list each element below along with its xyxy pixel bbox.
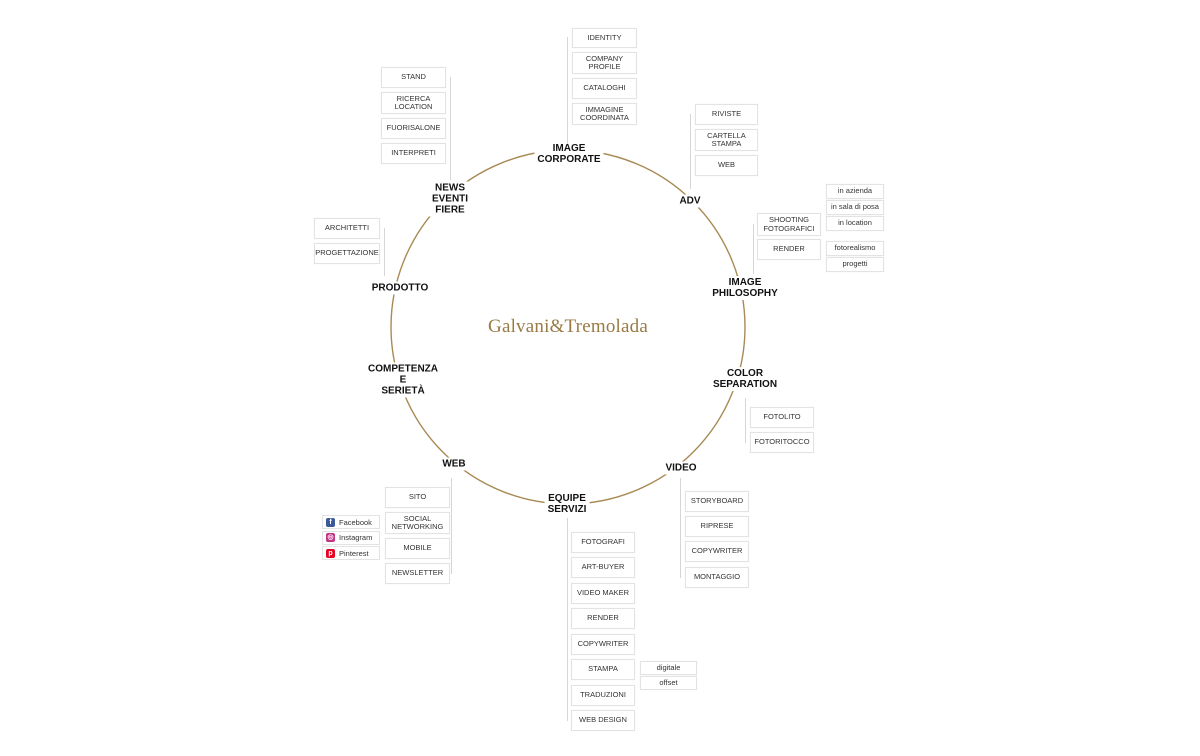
box-ricerca-location: RICERCA LOCATION — [381, 92, 446, 114]
social-label: Pinterest — [339, 548, 369, 558]
node-image-corporate: IMAGE CORPORATE — [534, 142, 604, 166]
connector-line — [384, 228, 385, 276]
box-fotoritocco: FOTORITOCCO — [750, 432, 814, 453]
connector-line — [690, 114, 691, 189]
box-riviste: RIVISTE — [695, 104, 758, 125]
connector-line — [680, 478, 681, 578]
connector-line — [450, 77, 451, 180]
node-image-philosophy: IMAGE PHILOSOPHY — [709, 276, 781, 300]
node-web: WEB — [439, 457, 469, 471]
pinterest-icon: p — [326, 548, 335, 558]
box-fotolito: FOTOLITO — [750, 407, 814, 428]
box-sito: SITO — [385, 487, 450, 508]
social-facebook[interactable]: f Facebook — [322, 515, 380, 529]
box-newsletter: NEWSLETTER — [385, 563, 450, 584]
box-adv-web: WEB — [695, 155, 758, 176]
box-equipe-copywriter: COPYWRITER — [571, 634, 635, 655]
box-in-azienda: in azienda — [826, 184, 884, 199]
box-fuorisalone: FUORISALONE — [381, 118, 446, 139]
box-immagine-coordinata: IMMAGINE COORDINATA — [572, 103, 637, 125]
box-web-design: WEB DESIGN — [571, 710, 635, 731]
connector-line — [753, 224, 754, 274]
box-social-networking: SOCIAL NETWORKING — [385, 512, 450, 534]
connector-line — [745, 398, 746, 443]
social-list: f Facebook ◎ Instagram p Pinterest — [322, 515, 380, 562]
box-render: RENDER — [757, 239, 821, 260]
box-in-location: in location — [826, 216, 884, 231]
node-prodotto: PRODOTTO — [368, 281, 432, 295]
box-progettazione: PROGETTAZIONE — [314, 243, 380, 264]
box-in-sala-di-posa: in sala di posa — [826, 200, 884, 215]
social-label: Instagram — [339, 533, 373, 542]
box-stand: STAND — [381, 67, 446, 88]
box-cartella-stampa: CARTELLA STAMPA — [695, 129, 758, 151]
connector-line — [567, 37, 568, 144]
box-offset: offset — [640, 676, 697, 690]
box-digitale: digitale — [640, 661, 697, 675]
box-identity: IDENTITY — [572, 28, 637, 48]
box-video-copywriter: COPYWRITER — [685, 541, 749, 562]
box-fotografi: FOTOGRAFI — [571, 532, 635, 553]
node-video: VIDEO — [662, 461, 700, 475]
instagram-icon: ◎ — [326, 533, 335, 542]
box-company-profile: COMPANY PROFILE — [572, 52, 637, 74]
box-montaggio: MONTAGGIO — [685, 567, 749, 588]
box-shooting-fotografici: SHOOTING FOTOGRAFICI — [757, 213, 821, 236]
box-storyboard: STORYBOARD — [685, 491, 749, 512]
box-video-maker: VIDEO MAKER — [571, 583, 635, 604]
connector-line — [567, 518, 568, 721]
brand-logo: Galvani&Tremolada — [488, 316, 648, 337]
connector-line — [451, 478, 452, 574]
box-equipe-render: RENDER — [571, 608, 635, 629]
box-riprese: RIPRESE — [685, 516, 749, 537]
box-architetti: ARCHITETTI — [314, 218, 380, 239]
node-adv: ADV — [676, 194, 704, 208]
box-art-buyer: ART-BUYER — [571, 557, 635, 578]
box-traduzioni: TRADUZIONI — [571, 685, 635, 706]
box-stampa: STAMPA — [571, 659, 635, 680]
social-pinterest[interactable]: p Pinterest — [322, 546, 380, 560]
node-color-separation: COLOR SEPARATION — [709, 367, 781, 391]
box-fotorealismo: fotorealismo — [826, 241, 884, 256]
social-label: Facebook — [339, 517, 372, 527]
node-equipe-servizi: EQUIPE SERVIZI — [544, 492, 590, 516]
facebook-icon: f — [326, 517, 335, 527]
node-competenza: COMPETENZA E SERIETÀ — [365, 362, 441, 398]
box-progetti: progetti — [826, 257, 884, 272]
box-cataloghi: CATALOGHI — [572, 78, 637, 99]
box-interpreti: INTERPRETI — [381, 143, 446, 164]
box-mobile: MOBILE — [385, 538, 450, 559]
social-instagram[interactable]: ◎ Instagram — [322, 530, 380, 545]
node-news: NEWS EVENTI FIERE — [428, 181, 472, 217]
